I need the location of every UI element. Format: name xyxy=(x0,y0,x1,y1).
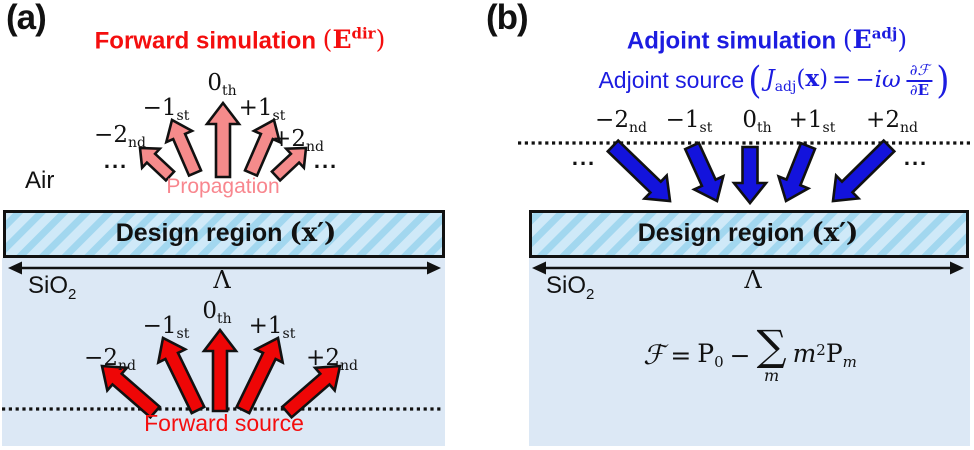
order-label-fwd-minus2: −2nd xyxy=(84,345,136,374)
forward-arrow-plus1 xyxy=(234,336,285,415)
order-label-adj-minus2: −2nd xyxy=(595,107,647,136)
order-label-adj-minus1: −1st xyxy=(665,107,713,136)
design-region-bar-b xyxy=(529,210,969,258)
panel-b-tag: (b) xyxy=(486,0,529,37)
order-label-adj-plus2: +2nd xyxy=(866,107,918,136)
order-label-fwd-plus2: +2nd xyxy=(306,345,358,374)
order-label-prop-plus1: +1st xyxy=(238,95,286,124)
panel-b-title: Adjoint simulation (Eadj) xyxy=(626,25,908,55)
period-label-b: Λ xyxy=(744,266,762,294)
order-label-prop-0th: 0th xyxy=(207,70,237,99)
propagation-arrow-minus2 xyxy=(138,146,176,183)
forward-source-label: Forward source xyxy=(144,410,304,436)
period-label-a: Λ xyxy=(213,266,231,294)
substrate-region-b xyxy=(529,258,970,446)
sio2-label-a: SiO2 xyxy=(28,272,77,303)
sio2-label-b: SiO2 xyxy=(546,272,595,303)
order-label-prop-minus1: −1st xyxy=(142,95,190,124)
order-label-fwd-0th: 0th xyxy=(202,298,232,327)
period-arrow-a xyxy=(8,261,441,275)
forward-arrow-minus2 xyxy=(100,364,162,420)
ellipsis-adj-right: ... xyxy=(903,145,929,170)
order-label-fwd-minus1: −1st xyxy=(142,313,190,342)
design-region-bar-a xyxy=(3,210,445,258)
propagation-arrow-plus2 xyxy=(270,146,308,183)
design-region-label-a: Design region (x′) xyxy=(115,218,337,248)
order-label-adj-plus1: +1st xyxy=(788,107,836,136)
air-label: Air xyxy=(25,167,55,194)
forward-arrow-plus2 xyxy=(280,364,342,420)
ellipsis-adj-left: ... xyxy=(571,145,597,170)
design-region-label-b: Design region (x′) xyxy=(637,218,859,248)
forward-arrow-0th xyxy=(201,327,239,413)
propagation-arrow-minus1 xyxy=(164,118,203,178)
propagation-arrow-plus1 xyxy=(243,118,282,178)
adjoint-source-label: Adjoint source ( Jadj(x) = −iω ∂ℱ∂E ) xyxy=(598,58,950,103)
period-arrow-b xyxy=(532,261,964,275)
adjoint-arrow-plus2 xyxy=(831,138,897,203)
panel-a-title: Forward simulation (Edir) xyxy=(94,25,386,55)
order-label-fwd-plus1: +1st xyxy=(248,313,296,342)
order-label-prop-plus2: +2nd xyxy=(272,126,324,155)
ellipsis-prop-left: ... xyxy=(103,148,129,173)
panel-a-tag: (a) xyxy=(6,0,47,37)
propagation-arrow-0th xyxy=(204,100,242,179)
adjoint-arrow-plus1 xyxy=(776,141,817,203)
adjoint-arrow-0th xyxy=(731,145,769,206)
adjoint-arrow-minus2 xyxy=(605,138,672,203)
ellipsis-prop-right: ... xyxy=(313,148,339,173)
propagation-label: Propagation xyxy=(166,175,280,198)
forward-arrow-minus1 xyxy=(156,336,207,415)
order-label-prop-minus2: −2nd xyxy=(94,122,146,151)
adjoint-arrow-minus1 xyxy=(683,141,726,203)
fom-formula: ℱ = P0 − ∑m m2Pm xyxy=(643,321,857,385)
order-label-adj-0th: 0th xyxy=(742,107,772,136)
